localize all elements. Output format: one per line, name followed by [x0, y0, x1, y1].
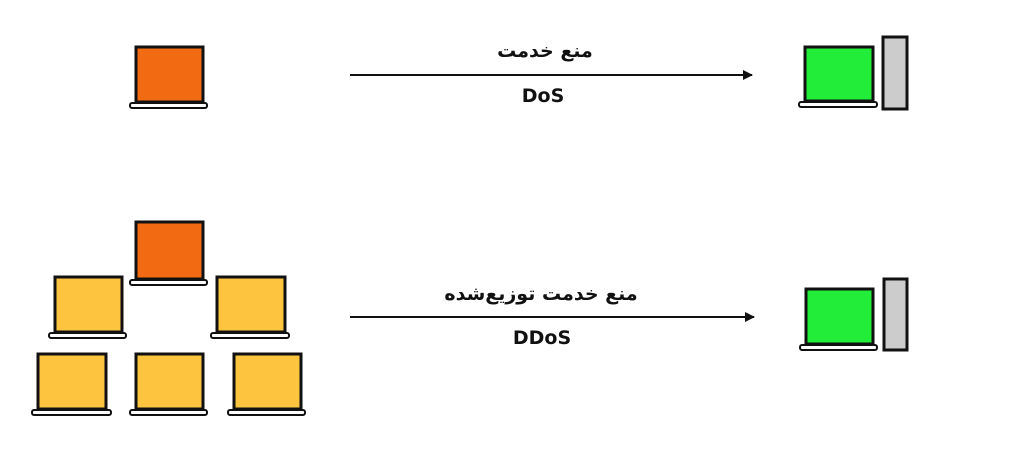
laptop-screen — [804, 287, 875, 346]
dos-attacker-laptop-icon — [129, 45, 208, 109]
laptop-base — [48, 332, 127, 339]
ddos-botnet-laptop-icon — [129, 352, 208, 416]
laptop-base — [210, 332, 290, 339]
laptop-screen — [803, 45, 875, 103]
laptop-base — [129, 409, 208, 416]
dos-label-en: DoS — [521, 85, 565, 107]
laptop-base — [799, 344, 878, 351]
dos-section — [129, 35, 909, 111]
laptop-screen — [53, 275, 124, 334]
laptop-base — [129, 102, 208, 109]
laptop-base — [129, 279, 208, 286]
dos-label-fa: منع خدمت — [497, 40, 593, 62]
dos-server-tower-icon — [881, 35, 909, 111]
ddos-botnet-laptop-icon — [31, 352, 112, 416]
ddos-botnet-laptop-icon — [48, 275, 127, 339]
dos-target-laptop-icon — [798, 45, 878, 108]
ddos-botnet-laptop-icon — [227, 352, 306, 416]
laptop-screen — [232, 352, 303, 411]
ddos-target-laptop-icon — [799, 287, 878, 351]
ddos-botnet-laptop-icon — [210, 275, 290, 339]
laptop-base — [227, 409, 306, 416]
ddos-label-en: DDoS — [512, 327, 572, 349]
laptop-screen — [215, 275, 287, 334]
laptop-screen — [134, 352, 205, 411]
ddos-label-fa: منع خدمت توزیع‌شده — [444, 283, 638, 305]
ddos-server-tower-icon — [882, 277, 909, 352]
laptop-screen — [134, 45, 205, 104]
laptop-screen — [36, 352, 108, 411]
ddos-section — [31, 220, 909, 416]
laptop-screen — [134, 220, 205, 281]
ddos-attacker-laptop-icon — [129, 220, 208, 286]
laptop-base — [31, 409, 112, 416]
laptop-base — [798, 101, 878, 108]
